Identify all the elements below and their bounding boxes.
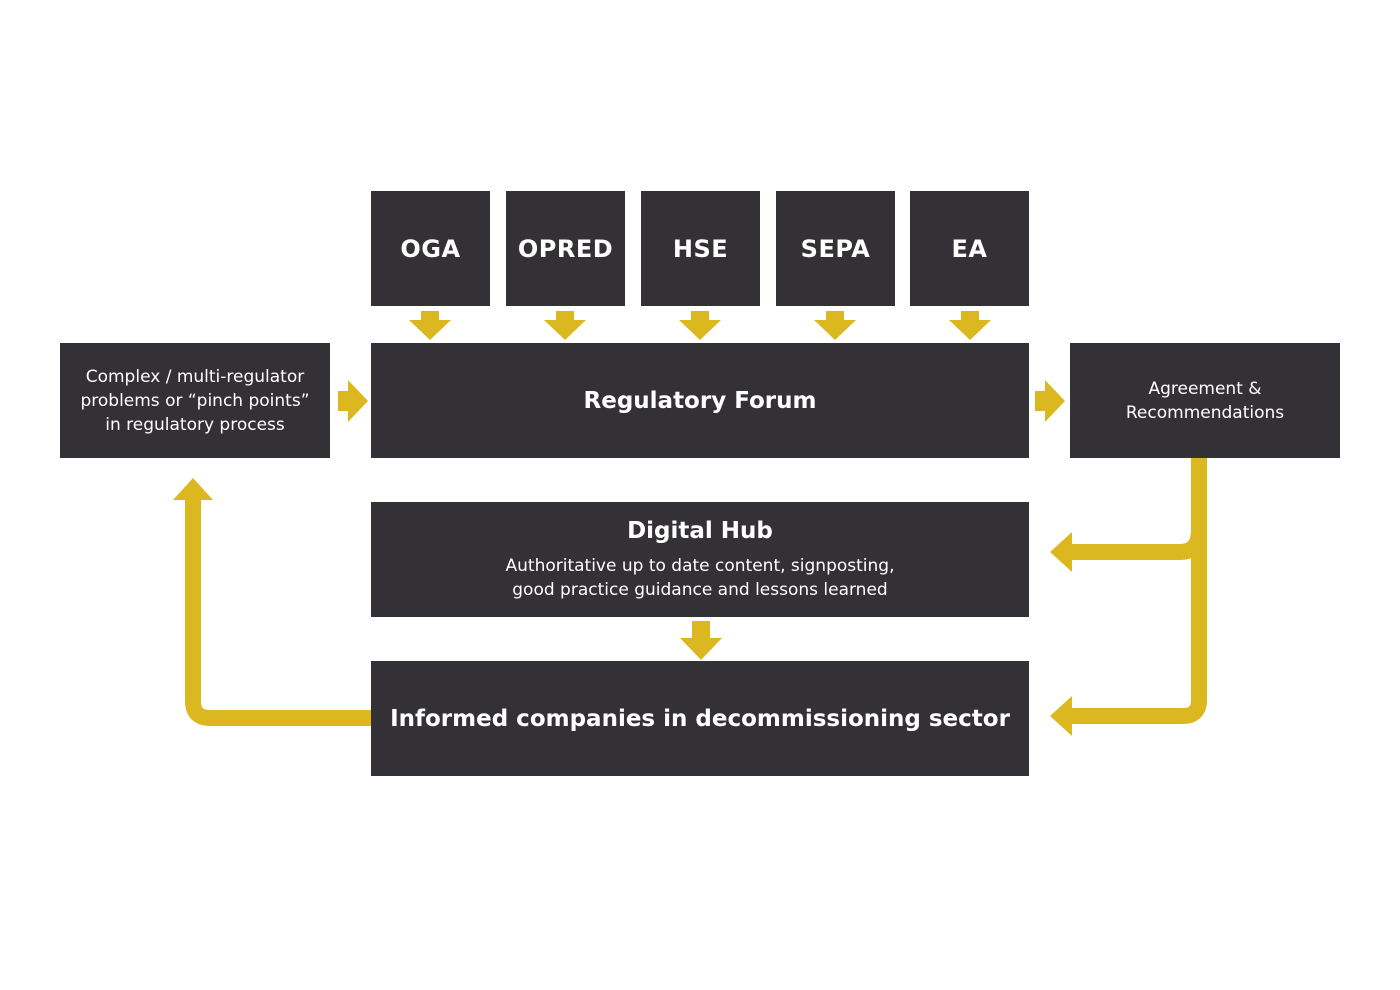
regulator-box-ea: EA <box>910 191 1029 306</box>
down-arrow-oga <box>409 311 451 340</box>
down-arrow-ea <box>949 311 991 340</box>
digital-hub-box: Digital Hub Authoritative up to date con… <box>371 502 1029 617</box>
down-arrow-hub-to-informed <box>680 621 722 660</box>
digital-hub-title: Digital Hub <box>627 517 773 544</box>
regulator-box-sepa: SEPA <box>776 191 895 306</box>
agreement-box: Agreement & Recommendations <box>1070 343 1340 458</box>
agreement-text: Agreement & Recommendations <box>1125 378 1285 423</box>
informed-companies-title: Informed companies in decommissioning se… <box>390 705 1010 732</box>
down-arrow-sepa <box>814 311 856 340</box>
regulator-label: OGA <box>400 234 461 263</box>
right-arrow-problems-to-forum <box>338 380 368 422</box>
regulator-label: HSE <box>672 234 729 263</box>
left-arrow-to-hub <box>1050 532 1072 572</box>
down-arrow-hse <box>679 311 721 340</box>
regulator-box-oga: OGA <box>371 191 490 306</box>
regulatory-forum-title: Regulatory Forum <box>583 387 817 414</box>
informed-companies-box: Informed companies in decommissioning se… <box>371 661 1029 776</box>
agreement-down-line <box>1068 458 1207 724</box>
regulator-box-hse: HSE <box>641 191 760 306</box>
regulatory-forum-box: Regulatory Forum <box>371 343 1029 458</box>
informed-feedback-line <box>185 498 371 726</box>
left-arrow-to-informed <box>1050 696 1072 736</box>
agreement-feedback-connector <box>1050 458 1207 736</box>
regulator-label: OPRED <box>517 234 614 263</box>
down-arrow-opred <box>544 311 586 340</box>
agreement-branch-to-hub <box>1068 529 1207 560</box>
regulator-label: SEPA <box>800 234 871 263</box>
informed-feedback-connector <box>173 478 371 726</box>
problems-box: Complex / multi-regulator problems or “p… <box>60 343 330 458</box>
right-arrow-forum-to-agreement <box>1035 380 1065 422</box>
up-arrow-to-problems <box>173 478 213 500</box>
digital-hub-description: Authoritative up to date content, signpo… <box>505 555 895 600</box>
regulator-arrows <box>409 311 991 340</box>
regulator-box-opred: OPRED <box>506 191 625 306</box>
problems-text: Complex / multi-regulator problems or “p… <box>80 366 310 435</box>
regulator-label: EA <box>951 234 988 263</box>
